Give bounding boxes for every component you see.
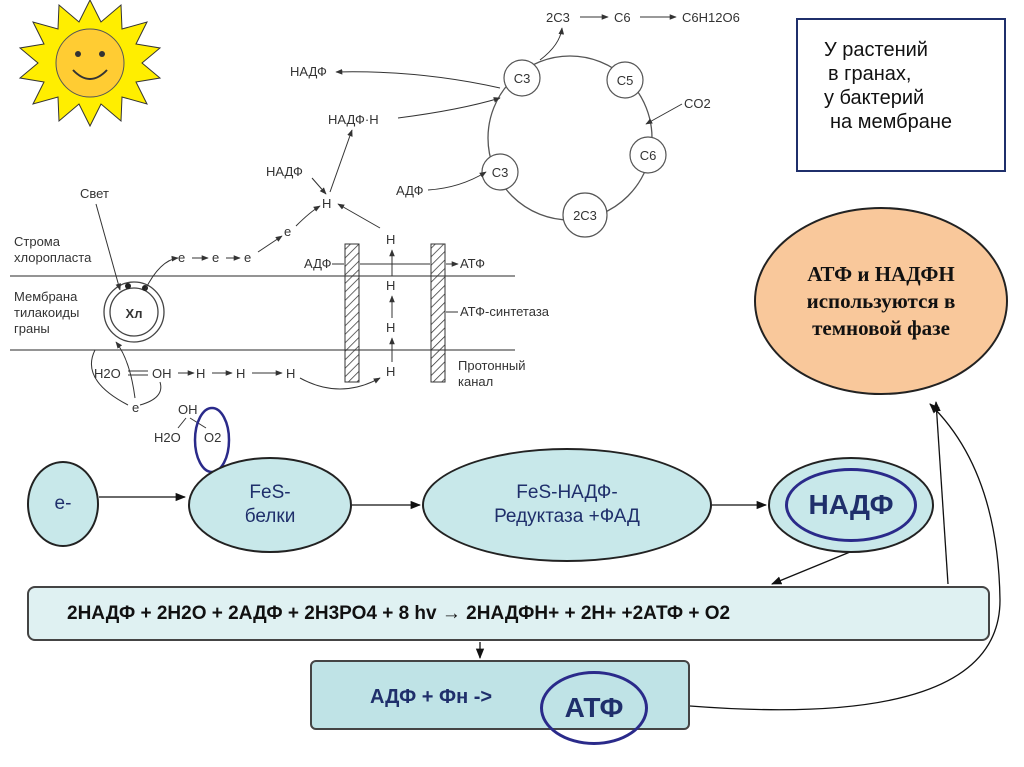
plants-bacteria-note: У растений в гранах, у бактерий на мембр… (796, 18, 1006, 172)
atf-label: АТФ (460, 256, 485, 271)
proton-column: H H H H (386, 232, 395, 379)
electron-node: e- (27, 461, 99, 547)
e-1: e (178, 250, 185, 265)
e-3: e (244, 250, 251, 265)
co2-label: CO2 (684, 96, 711, 111)
electron-label: e- (54, 493, 72, 514)
h-plus-5: H (386, 364, 395, 379)
e-4: e (284, 224, 291, 239)
cycle-2c3: 2C3 (573, 208, 597, 223)
electron-flow: e e e e (144, 205, 321, 291)
nadp-plus-label: НАДФ (290, 64, 327, 79)
o2-label: O2 (204, 430, 221, 445)
light-label: Свет (80, 186, 109, 201)
h-plus-2: H (386, 232, 395, 247)
h-plus-1: H (322, 196, 331, 211)
cycle-c5: C5 (617, 73, 634, 88)
fes-proteins-node: FeS- белки (188, 457, 352, 553)
stroma-line-1: Строма (14, 234, 61, 249)
nadp-label: НАДФ (808, 489, 894, 520)
atp-formation-box: АДФ + Фн -> АТФ (310, 660, 690, 745)
atp-synthase-label: АТФ-синтетаза (460, 304, 550, 319)
adp-plus-phosphate: АДФ + Фн -> (370, 686, 493, 708)
h-plus-7: H (236, 366, 245, 381)
cycle-c6: C6 (640, 148, 657, 163)
stroma-line-2: хлоропласта (14, 250, 92, 265)
note-line-3: у бактерий (824, 87, 925, 109)
nadp-plus-label-2: НАДФ (266, 164, 303, 179)
h2o-label: H2O (94, 366, 121, 381)
top-c6: C6 (614, 10, 631, 25)
chlorophyll-icon: Хл (103, 281, 165, 343)
membrane-line-3: граны (14, 321, 50, 336)
note-line-2: в гранах, (828, 63, 912, 85)
top-glucose: C6H12O6 (682, 10, 740, 25)
h2o-label-2: H2O (154, 430, 181, 445)
fes-nadp-reductase-node: FeS-НАДФ- Редуктаза +ФАД (422, 448, 712, 562)
summary-equation: 2НАДФ + 2Н2О + 2АДФ + 2Н3РО4 + 8 hv → 2Н… (67, 602, 731, 624)
sun-icon (18, 0, 162, 128)
summary-equation-box: 2НАДФ + 2Н2О + 2АДФ + 2Н3РО4 + 8 hv → 2Н… (27, 586, 990, 641)
adp-label-top: АДФ (396, 183, 424, 198)
h-plus-6: H (196, 366, 205, 381)
membrane-line-1: Мембрана (14, 289, 78, 304)
nadp-highlight-ring: НАДФ (785, 468, 917, 542)
h-plus-8: H (286, 366, 295, 381)
fes-line-1: FeS- (249, 482, 291, 503)
dark-phase-text: АТФ и НАДФН используются в темновой фазе (806, 261, 956, 340)
h-plus-3: H (386, 278, 395, 293)
fes-nadp-line-1: FeS-НАДФ- (516, 482, 618, 503)
oh-label: OH (152, 366, 172, 381)
top-2c3: 2C3 (546, 10, 570, 25)
nadp-node: НАДФ (768, 457, 934, 553)
proton-channel-right (430, 243, 446, 383)
atp-highlight-ring: АТФ (540, 671, 648, 745)
chl-label: Хл (126, 306, 143, 321)
calvin-cycle: C3 C5 C6 2C3 C3 2C3 C6 C6H12O6 CO2 (481, 10, 740, 238)
fes-nadp-line-2: Редуктаза +ФАД (494, 506, 640, 527)
note-line-1: У растений (824, 39, 928, 61)
proton-channel-left (344, 243, 360, 383)
nadp-h-label: НАДФ·Н (328, 112, 379, 127)
dark-phase-ellipse: АТФ и НАДФН используются в темновой фазе (754, 207, 1008, 395)
adp-label: АДФ (304, 256, 332, 271)
h-plus-4: H (386, 320, 395, 335)
membrane-line-2: тилакоиды (14, 305, 79, 320)
note-line-4: на мембране (830, 111, 952, 133)
cycle-c3-top: C3 (514, 71, 531, 86)
oh-label-2: OH (178, 402, 198, 417)
water-splitting: H2O OH H H H e OH H2O O2 (90, 341, 381, 474)
proton-channel-line-2: канал (458, 374, 493, 389)
fes-line-2: белки (244, 506, 296, 527)
e-2: e (212, 250, 219, 265)
atp-label: АТФ (564, 692, 624, 723)
e-5: e (132, 400, 139, 415)
cycle-c3-left: C3 (492, 165, 509, 180)
proton-channel-line-1: Протонный (458, 358, 526, 373)
